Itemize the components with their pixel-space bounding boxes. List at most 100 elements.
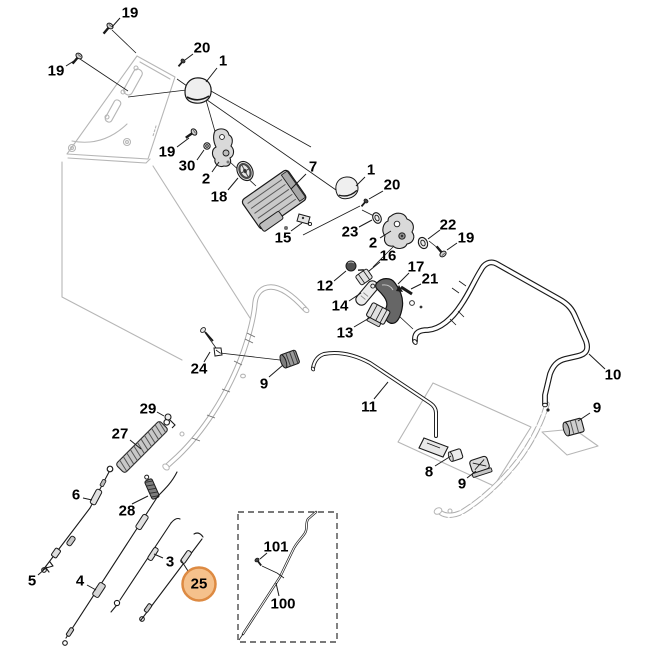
part-label-15: 15 (275, 230, 292, 247)
part-clamp-16 (355, 268, 373, 286)
leader-101 (259, 552, 268, 560)
part-label-24: 24 (191, 361, 208, 378)
leader-19-b (65, 58, 78, 67)
part-rod-11 (310, 351, 449, 458)
part-rod-100 (238, 510, 318, 641)
part-label-19-a: 19 (122, 5, 139, 22)
leader-19-a (111, 17, 121, 28)
part-clip-15 (296, 213, 313, 227)
part-cap-1-b (333, 174, 361, 202)
leader-9-a (268, 364, 284, 378)
callout-layer: 1919201193021871512023222191612172114132… (28, 5, 622, 613)
part-label-16: 16 (380, 248, 397, 265)
leader-28 (131, 495, 149, 505)
part-label-27: 27 (112, 426, 129, 443)
part-label-2-a: 2 (202, 171, 210, 188)
part-spring-27 (116, 418, 171, 473)
part-cap-1-a (184, 77, 212, 104)
part-label-14: 14 (332, 298, 349, 315)
part-label-19-c: 19 (159, 144, 176, 161)
part-disc-18 (236, 160, 254, 182)
part-ring-23 (372, 212, 382, 224)
ghost-lower-handlebar (162, 284, 310, 471)
part-cable-4 (62, 471, 178, 646)
part-label-6: 6 (72, 487, 80, 504)
part-label-4: 4 (76, 573, 85, 590)
part-nut-30 (203, 142, 211, 150)
part-clip-9-c (469, 455, 493, 478)
part-label-9-c: 9 (458, 476, 466, 493)
part-label-20-b: 20 (384, 177, 401, 194)
leader-9-c (466, 470, 477, 479)
part-clip-29 (164, 413, 176, 429)
ghost-construction-lines (61, 161, 251, 361)
part-label-101: 101 (263, 539, 288, 556)
part-label-3: 3 (166, 554, 174, 571)
part-label-20-a: 20 (194, 40, 211, 57)
screw-20-a (175, 57, 187, 69)
part-label-21: 21 (422, 271, 439, 288)
part-label-1-b: 1 (367, 162, 375, 179)
part-cable-6-5 (41, 465, 114, 573)
leader-6 (82, 497, 93, 501)
part-bushing-8 (447, 448, 464, 462)
part-label-5: 5 (28, 573, 36, 590)
part-screw-101 (253, 556, 278, 574)
leader-19-c (176, 137, 190, 148)
part-label-1-a: 1 (219, 53, 227, 70)
leader-17 (397, 272, 410, 285)
leader-11 (373, 381, 389, 400)
part-label-28: 28 (119, 503, 136, 520)
leader-14 (348, 292, 362, 302)
leader-22 (427, 229, 441, 240)
part-label-18: 18 (211, 189, 228, 206)
part-lever-14 (355, 280, 379, 306)
part-label-9-b: 9 (593, 400, 601, 417)
part-label-10: 10 (605, 367, 622, 384)
part-knob-12 (345, 260, 357, 272)
leader-100 (275, 582, 280, 597)
leader-9-b (577, 412, 591, 422)
part-cable-25 (139, 532, 204, 622)
part-cable-3 (110, 517, 181, 613)
part-label-30: 30 (179, 158, 196, 175)
leader-12 (333, 270, 347, 282)
leader-10 (588, 353, 606, 370)
part-bushing-9-b (562, 417, 585, 437)
part-bracket-2-b (382, 212, 415, 249)
leader-24 (203, 351, 211, 363)
part-washer-22 (417, 236, 429, 250)
ghost-console-panel (66, 55, 176, 164)
leader-2-a (211, 161, 220, 173)
part-label-11: 11 (361, 399, 377, 416)
leader-27 (129, 439, 142, 450)
leader-18 (227, 177, 239, 191)
part-label-29: 29 (140, 401, 157, 418)
part-label-23: 23 (342, 224, 359, 241)
leader-30 (196, 149, 205, 161)
leader-8 (434, 455, 452, 467)
leader-29 (156, 411, 165, 417)
screw-20-b (358, 197, 370, 209)
leader-2-b (379, 230, 392, 239)
part-label-25: 25 (191, 576, 208, 593)
leader-23 (358, 219, 373, 228)
part-label-19-d: 19 (458, 230, 475, 247)
part-label-9-a: 9 (260, 376, 268, 393)
leader-19-d (446, 242, 458, 251)
leader-20-b (368, 190, 384, 200)
part-label-100: 100 (270, 596, 295, 613)
part-label-2-b: 2 (369, 235, 377, 252)
leader-4 (86, 584, 97, 591)
leader-1-b (355, 176, 366, 187)
part-trigger-17 (375, 278, 404, 324)
part-label-19-b: 19 (48, 63, 65, 80)
leader-1-a (205, 67, 218, 83)
leader-16 (368, 261, 381, 272)
part-label-8: 8 (425, 464, 433, 481)
part-clamp-13 (366, 302, 391, 328)
part-label-12: 12 (317, 278, 334, 295)
part-spring-28 (144, 474, 160, 500)
